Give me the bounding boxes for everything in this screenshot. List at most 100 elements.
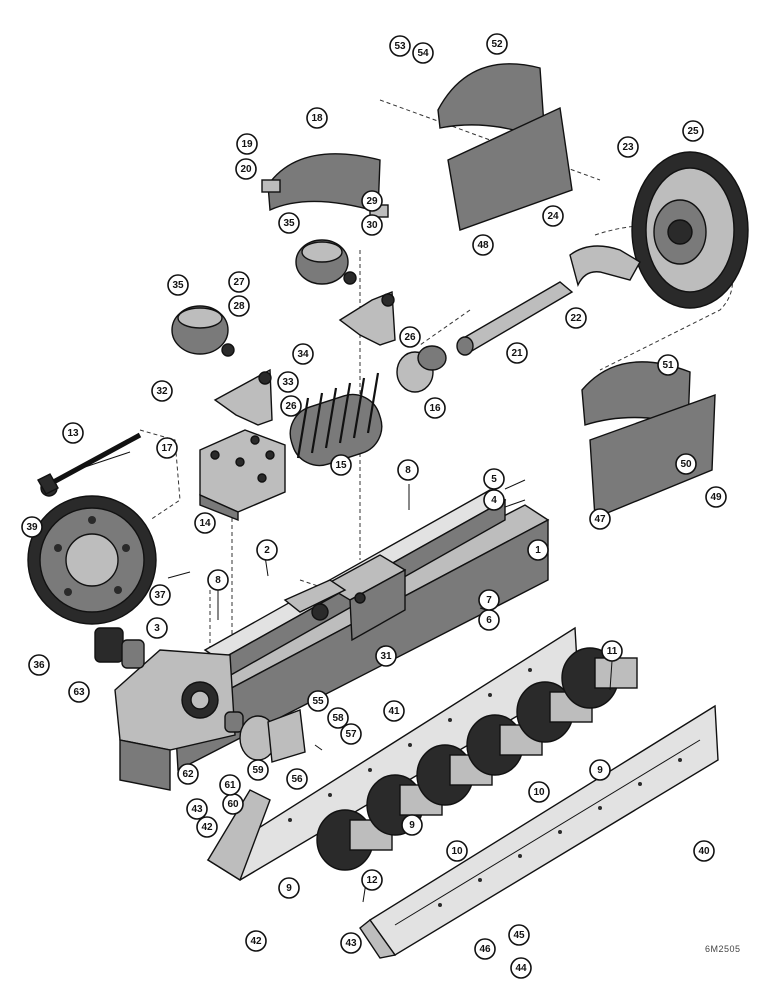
callout-52: 52: [486, 33, 508, 55]
callout-32: 32: [151, 380, 173, 402]
idler-shield-lower: [581, 361, 691, 426]
svg-text:59: 59: [252, 765, 264, 776]
svg-text:41: 41: [388, 706, 400, 717]
svg-text:62: 62: [182, 769, 194, 780]
svg-text:10: 10: [451, 846, 463, 857]
callout-42: 42: [196, 816, 218, 838]
callout-43: 43: [186, 798, 208, 820]
callout-7: 7: [478, 589, 500, 611]
svg-text:19: 19: [241, 139, 253, 150]
svg-text:16: 16: [429, 403, 441, 414]
svg-text:8: 8: [215, 575, 221, 586]
svg-text:56: 56: [291, 774, 303, 785]
callout-40: 40: [693, 840, 715, 862]
svg-text:34: 34: [297, 349, 309, 360]
callout-28: 28: [228, 295, 250, 317]
svg-text:8: 8: [405, 465, 411, 476]
callout-58: 58: [327, 707, 349, 729]
svg-text:26: 26: [404, 332, 416, 343]
svg-text:42: 42: [201, 822, 213, 833]
svg-text:50: 50: [680, 459, 692, 470]
svg-text:28: 28: [233, 301, 245, 312]
carrier-roller-upper: [295, 239, 357, 285]
svg-text:58: 58: [332, 713, 344, 724]
callout-25: 25: [682, 120, 704, 142]
callout-61: 61: [219, 774, 241, 796]
svg-text:51: 51: [662, 360, 674, 371]
bearing-cap: [199, 429, 286, 522]
svg-text:33: 33: [282, 377, 294, 388]
svg-text:9: 9: [286, 883, 292, 894]
svg-text:23: 23: [622, 142, 634, 153]
callout-62: 62: [177, 763, 199, 785]
callout-24: 24: [542, 205, 564, 227]
svg-text:39: 39: [26, 522, 38, 533]
svg-text:9: 9: [409, 820, 415, 831]
svg-text:9: 9: [597, 765, 603, 776]
svg-text:40: 40: [698, 846, 710, 857]
callout-14: 14: [194, 512, 216, 534]
svg-text:48: 48: [477, 240, 489, 251]
callout-53: 53: [389, 35, 411, 57]
svg-text:37: 37: [154, 590, 166, 601]
frame-rear-housing: [114, 649, 236, 791]
callout-10: 10: [528, 781, 550, 803]
drive-sprocket: [27, 479, 157, 625]
callout-2: 2: [256, 539, 278, 561]
svg-text:17: 17: [161, 443, 173, 454]
callout-8: 8: [207, 569, 229, 591]
callout-37: 37: [149, 584, 171, 606]
callout-22: 22: [565, 307, 587, 329]
svg-text:30: 30: [366, 220, 378, 231]
long-bolt: [37, 432, 142, 495]
callout-16: 16: [424, 397, 446, 419]
callout-44: 44: [510, 957, 532, 979]
callout-49: 49: [705, 486, 727, 508]
front-idler-wheel: [631, 151, 749, 309]
frame-support-bracket: [224, 709, 306, 763]
callout-10: 10: [446, 840, 468, 862]
svg-text:35: 35: [172, 280, 184, 291]
svg-text:43: 43: [345, 938, 357, 949]
callout-23: 23: [617, 136, 639, 158]
svg-text:7: 7: [486, 595, 492, 606]
svg-text:36: 36: [33, 660, 45, 671]
svg-text:60: 60: [227, 799, 239, 810]
callout-26: 26: [399, 326, 421, 348]
callout-48: 48: [472, 234, 494, 256]
callout-55: 55: [307, 690, 329, 712]
svg-text:2: 2: [264, 545, 270, 556]
svg-text:32: 32: [156, 386, 168, 397]
svg-text:22: 22: [570, 313, 582, 324]
callout-31: 31: [375, 645, 397, 667]
svg-text:49: 49: [710, 492, 722, 503]
callout-50: 50: [675, 453, 697, 475]
svg-text:31: 31: [380, 651, 392, 662]
callout-4: 4: [483, 489, 505, 511]
idler-guard-plate-rear: [447, 106, 573, 231]
svg-text:57: 57: [345, 729, 357, 740]
callout-19: 19: [236, 133, 258, 155]
svg-text:45: 45: [513, 930, 525, 941]
svg-text:44: 44: [515, 963, 527, 974]
callout-46: 46: [474, 938, 496, 960]
svg-text:4: 4: [491, 495, 497, 506]
carrier-bracket-lower: [213, 368, 273, 426]
svg-text:63: 63: [73, 687, 85, 698]
svg-text:15: 15: [335, 460, 347, 471]
svg-text:10: 10: [533, 787, 545, 798]
svg-text:54: 54: [417, 48, 429, 59]
svg-text:61: 61: [224, 780, 236, 791]
callout-43: 43: [340, 932, 362, 954]
svg-text:20: 20: [240, 164, 252, 175]
callout-41: 41: [383, 700, 405, 722]
svg-text:27: 27: [233, 277, 245, 288]
idler-shaft: [456, 281, 574, 356]
callout-17: 17: [156, 437, 178, 459]
svg-text:53: 53: [394, 41, 406, 52]
callout-12: 12: [361, 869, 383, 891]
callout-39: 39: [21, 516, 43, 538]
callout-56: 56: [286, 768, 308, 790]
spring-retainer: [396, 345, 447, 393]
callout-34: 34: [292, 343, 314, 365]
